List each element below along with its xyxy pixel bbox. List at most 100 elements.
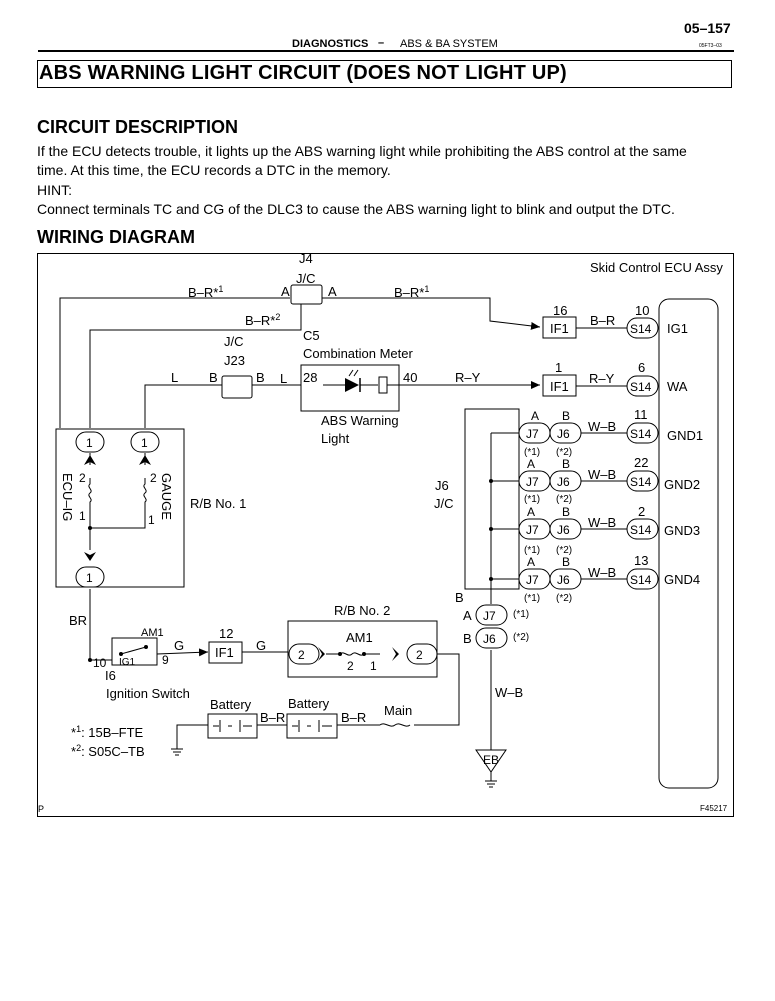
wire-br2 [89,304,302,428]
j-row3-note1: (*1) [524,545,540,556]
meter-lamp-l1: ABS Warning [321,413,399,428]
j-row4-note2: (*2) [556,593,572,604]
if1-mid-pin: 1 [555,360,562,375]
ground-eb-symbol [475,749,507,773]
pin-conn-gnd2: S14 [630,475,652,489]
meter-name: Combination Meter [303,346,413,361]
rb1-fuse-ecu-ig: ECU–IG [60,473,75,521]
if1-bottom-label: IF1 [215,645,234,660]
wire-l-left [144,384,222,428]
j-row2-note2: (*2) [556,494,572,505]
j4-sub: J/C [296,271,316,286]
ignition-p9: 9 [162,653,169,667]
j-row1-note2: (*2) [556,447,572,458]
wire-br-lower [89,589,112,661]
ignition-contact [120,646,147,655]
rb2-num-2: 2 [347,659,354,673]
j-row2-a: A [527,457,535,471]
ignition-switch-box [111,637,158,666]
wire-br1-left [59,297,290,428]
j-row4-b: B [562,555,570,569]
pin-num-gnd4: 13 [634,553,648,568]
wire-label-br-batt2: B–R [341,710,366,725]
rb2-pin-l: 2 [298,648,305,662]
circuit-description-heading: CIRCUIT DESCRIPTION [37,117,239,137]
bottom-j6-note: (*2) [513,632,529,643]
gnd-rows [491,432,627,580]
j-row2-note1: (*1) [524,494,540,505]
rb2-num-1: 1 [370,659,377,673]
wire-label-wb-2: W–B [588,467,616,482]
j-row4-a: A [527,555,535,569]
rb2-fuse-am1: AM1 [346,630,373,645]
pin-name-gnd1: GND1 [667,428,703,443]
j6-jc-bus-b: B [455,590,464,605]
pin-num-gnd3: 2 [638,504,645,519]
bottom-j-a: A [463,608,472,623]
wiring-diagram-heading: WIRING DIAGRAM [37,227,195,247]
rb2-box [287,620,438,678]
description-line-2: time. At this time, the ECU records a DT… [37,162,391,178]
j6-jc-box [464,408,520,590]
j6-jc-sub: J/C [434,496,454,511]
wire-label-l-left: L [171,370,178,385]
j-row4-j6: J6 [557,573,570,587]
fuse-main [379,723,411,727]
header-section: DIAGNOSTICS [292,38,369,50]
pin-num-gnd1: 11 [634,407,648,422]
page-number: 05–157 [684,20,731,36]
wire-main-right [414,653,460,726]
diagram-frame [37,253,734,817]
wire-label-ry2: R–Y [589,371,615,386]
j-row4-j7: J7 [526,573,539,587]
pin-conn-wa: S14 [630,380,652,394]
wire-br1-right [322,297,541,330]
wire-label-wb-ground: W–B [495,685,523,700]
if1-mid-label: IF1 [550,379,569,394]
wire-ground-left [176,724,208,749]
wire-label-br-plain: B–R [590,313,615,328]
meter-pin-out: 40 [403,370,417,385]
j23-sub: J/C [224,334,244,349]
j-row3-a: A [527,505,535,519]
wire-label-l-mid: L [280,371,287,386]
j-row2-b: B [562,457,570,471]
ignition-ig1: IG1 [119,657,136,668]
j6-jc-name: J6 [435,478,449,493]
ignition-code: I6 [105,668,116,683]
wire-label-g1: G [174,638,184,653]
j-row3-j6: J6 [557,523,570,537]
wire-label-br2: B–R*2 [245,312,280,328]
fuse-gauge [90,478,147,529]
ground-eb-label: EB [483,753,499,767]
j-row3-b: B [562,505,570,519]
wire-g1 [156,648,209,657]
j-row2-j7: J7 [526,475,539,489]
rb1-arrow-icons [84,455,399,661]
pin-ovals [75,317,659,665]
header-dash: – [378,37,385,49]
rb1-box [55,428,185,588]
j4-term-a: A [281,284,290,299]
pin-num-gnd2: 22 [634,455,648,470]
battery1-label: Battery [210,697,252,712]
j-row4-note1: (*1) [524,593,540,604]
pin-name-gnd3: GND3 [664,523,700,538]
header-doc-code: 05FT3–03 [699,43,722,49]
if1-bottom-pin: 12 [219,626,233,641]
rb2-pin-r: 2 [416,648,423,662]
rb1-fr-2: 2 [150,471,157,485]
bottom-j-b: B [463,631,472,646]
rb1-name: R/B No. 1 [190,496,246,511]
rb1-pin-top-l: 1 [86,436,93,450]
title-box [37,60,732,88]
fuse-ecu-ig [88,478,92,528]
j4-connector [290,284,323,305]
note-1: *1: 15B–FTE [71,724,144,740]
bottom-j7: J7 [483,609,496,623]
led-icon [345,369,361,392]
bottom-j6: J6 [483,632,496,646]
hint-label: HINT: [37,182,72,198]
battery1-box [207,713,258,739]
